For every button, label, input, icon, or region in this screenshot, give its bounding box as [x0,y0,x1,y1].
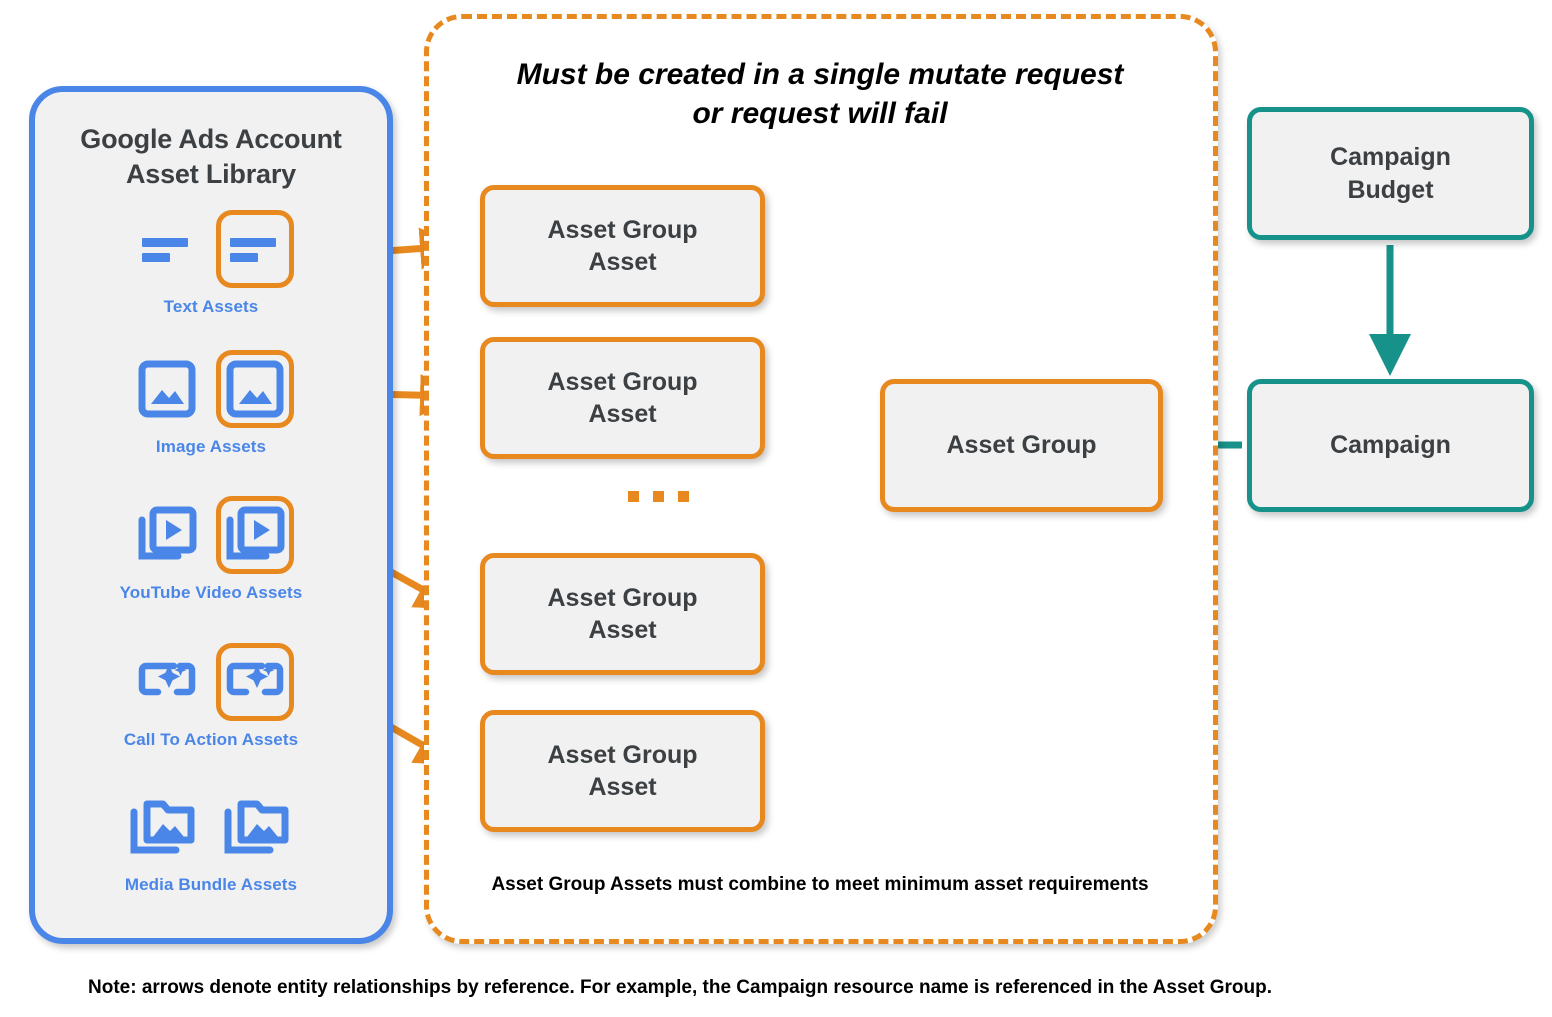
asset-group-asset-label-line2: Asset [588,400,657,428]
call-to-action-asset-icon-back [128,643,206,721]
asset-icons-cta [35,637,387,727]
asset-icons-media-bundle [35,782,387,872]
campaign-budget-label-line1: Campaign [1330,143,1451,171]
ellipsis-dot-2 [653,491,664,502]
call-to-action-asset-icon [226,662,284,696]
asset-group-box[interactable]: Asset Group [880,379,1163,512]
asset-group-asset-box-3[interactable]: Asset Group Asset [480,553,765,675]
mutate-headline-line2: or request will fail [692,97,948,130]
asset-library-title: Google Ads Account Asset Library [35,122,387,191]
call-to-action-asset-icon-highlighted[interactable] [216,643,294,721]
ellipsis-dot-3 [678,491,689,502]
video-asset-icon [138,506,197,560]
ellipsis-dot-1 [628,491,639,502]
text-asset-icon [230,238,276,262]
asset-group-asset-label-1: Asset Group Asset [547,214,697,279]
campaign-budget-label-line2: Budget [1347,175,1434,204]
image-asset-icon [138,360,196,418]
campaign-budget-box[interactable]: Campaign Budget [1247,107,1534,240]
asset-caption-media-bundle: Media Bundle Assets [124,875,298,894]
media-bundle-asset-icon [224,800,289,854]
text-asset-icon-highlighted[interactable] [216,210,294,288]
call-to-action-asset-icon [138,662,196,696]
asset-group-asset-box-1[interactable]: Asset Group Asset [480,185,765,307]
mutate-footnote: Asset Group Assets must combine to meet … [491,874,1149,895]
asset-group-asset-label-line2: Asset [588,773,657,801]
asset-library-title-line2: Asset Library [126,158,296,189]
asset-group-asset-label-2: Asset Group Asset [547,366,697,431]
asset-group-asset-label-line1: Asset Group [547,583,698,612]
text-asset-icon-back [128,210,206,288]
asset-group-asset-label-line1: Asset Group [547,740,698,769]
video-asset-icon-highlighted[interactable] [216,496,294,574]
asset-group-asset-label-line2: Asset [588,248,657,276]
media-bundle-asset-icon-back [125,788,203,866]
asset-caption-video: YouTube Video Assets [119,583,303,602]
campaign-label: Campaign [1330,431,1451,460]
asset-icons-image [35,344,387,434]
image-asset-icon-highlighted[interactable] [216,350,294,428]
asset-row-cta: Call To Action Assets [35,637,387,750]
asset-group-label: Asset Group [946,431,1097,460]
asset-library-title-line1: Google Ads Account [80,124,342,154]
mutate-headline-line1: Must be created in a single mutate reque… [516,58,1124,91]
asset-caption-text: Text Assets [163,297,259,316]
asset-group-asset-box-2[interactable]: Asset Group Asset [480,337,765,459]
asset-library-panel: Google Ads Account Asset Library [29,86,393,944]
asset-group-asset-label-3: Asset Group Asset [547,582,697,647]
campaign-box[interactable]: Campaign [1247,379,1534,512]
asset-group-asset-label-line2: Asset [588,616,657,644]
text-asset-icon [142,238,188,262]
ellipsis-indicator [628,491,689,502]
asset-group-asset-box-4[interactable]: Asset Group Asset [480,710,765,832]
asset-caption-image: Image Assets [155,437,267,456]
asset-row-video: YouTube Video Assets [35,490,387,603]
footer-note: Note: arrows denote entity relationships… [88,977,1272,998]
video-asset-icon-back [128,496,206,574]
image-asset-icon-back [128,350,206,428]
asset-group-asset-label-4: Asset Group Asset [547,739,697,804]
image-asset-icon [226,360,284,418]
asset-row-text: Text Assets [35,204,387,317]
asset-icons-text [35,204,387,294]
asset-row-media-bundle: Media Bundle Assets [35,782,387,895]
asset-group-asset-label-line1: Asset Group [547,367,698,396]
asset-caption-cta: Call To Action Assets [123,730,299,749]
asset-row-image: Image Assets [35,344,387,457]
asset-group-asset-label-line1: Asset Group [547,215,698,244]
media-bundle-asset-icon [130,800,195,854]
video-asset-icon [226,506,285,560]
asset-icons-video [35,490,387,580]
media-bundle-asset-icon-front [219,788,297,866]
campaign-budget-label: Campaign Budget [1330,141,1451,206]
mutate-headline: Must be created in a single mutate reque… [440,55,1200,133]
